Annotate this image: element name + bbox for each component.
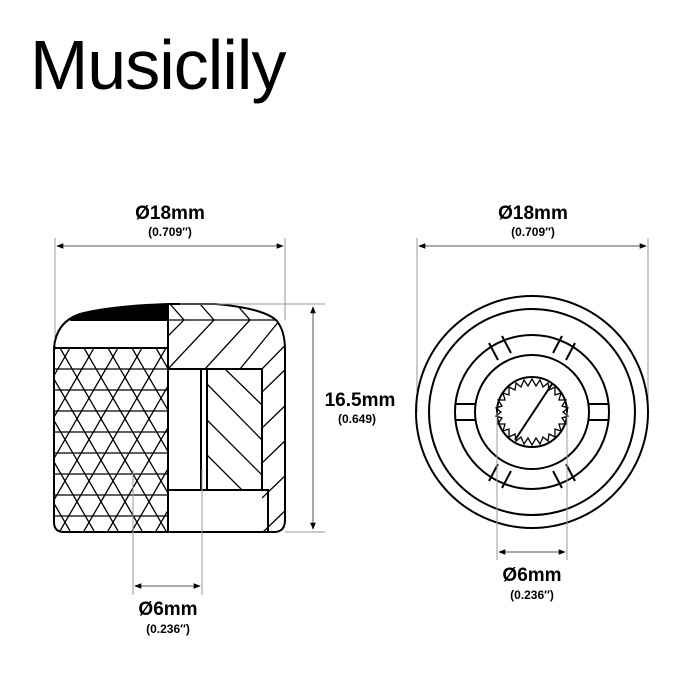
- ring-spokes: [455, 335, 609, 489]
- top-diameter-label: Ø18mm: [498, 203, 568, 224]
- inner-ring: [474, 354, 590, 470]
- shaft-slot: [514, 383, 553, 441]
- top-diameter-inch: (0.709″): [511, 225, 555, 239]
- third-ring: [454, 334, 610, 490]
- section-hatch-top: [168, 304, 285, 369]
- shaft-splines: [494, 377, 570, 447]
- side-diameter-label: Ø18mm: [135, 203, 205, 224]
- side-view: Ø18mm (0.709″): [53, 203, 396, 636]
- bottom-collar: [167, 489, 269, 533]
- brand-title: Musiclily: [30, 26, 286, 104]
- knurl-pattern: [54, 348, 168, 531]
- shaft-circle: [496, 376, 568, 448]
- section-hatch-inner: [207, 369, 262, 490]
- top-view: Ø18mm (0.709″) Ø6mm (0.236″): [415, 203, 649, 602]
- height-inch: (0.649): [338, 412, 376, 426]
- section-hatch-right: [262, 368, 285, 532]
- height-label: 16.5mm: [325, 390, 396, 411]
- second-ring: [428, 308, 636, 516]
- outer-rim: [415, 295, 649, 529]
- side-diameter-inch: (0.709″): [148, 225, 192, 239]
- side-shaft-label: Ø6mm: [138, 599, 197, 620]
- side-shaft-inch: (0.236″): [146, 622, 190, 636]
- knob-top-shading: [70, 304, 168, 320]
- shaft-bore: [167, 368, 263, 491]
- top-shaft-inch: (0.236″): [510, 588, 554, 602]
- knob-outline: [53, 303, 286, 533]
- top-shaft-label: Ø6mm: [502, 565, 561, 586]
